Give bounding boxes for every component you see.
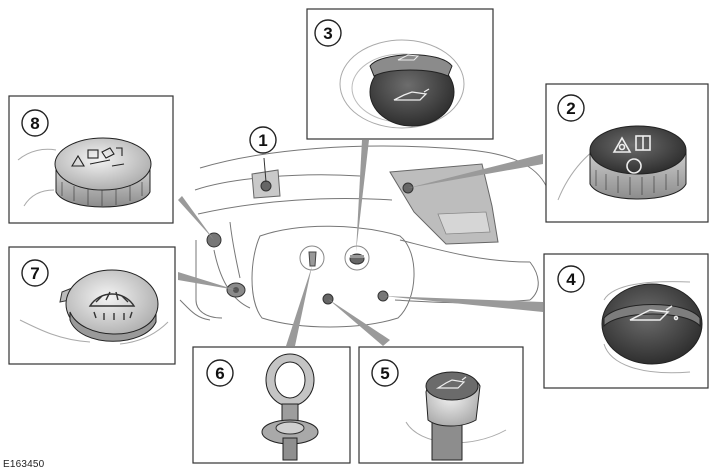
- panel-3: 3: [306, 8, 494, 140]
- brake-fluid-cap-2: [589, 125, 687, 200]
- panel-2: 2: [545, 83, 709, 223]
- figure-code: E163450: [3, 459, 45, 470]
- coolant-cap-8: [54, 137, 152, 208]
- callout-4-number: 4: [566, 270, 576, 289]
- engine-oil-symbol-icon: [435, 376, 467, 389]
- oil-filler-cap-4: [601, 283, 703, 365]
- oil-filler-cap-3: [369, 54, 455, 127]
- panel-8: 8: [8, 95, 174, 224]
- engine-oil-symbol-icon: [393, 88, 430, 101]
- callout-6-number: 6: [215, 364, 224, 383]
- callout-5-number: 5: [380, 364, 389, 383]
- callout-8-number: 8: [30, 114, 39, 133]
- panel-5: 5: [358, 346, 524, 464]
- callout-1: 1: [249, 126, 277, 154]
- panel-6: 6: [192, 346, 351, 464]
- callout-3-number: 3: [323, 24, 332, 43]
- panel-4: 4: [543, 253, 709, 389]
- location-6-dipstick-marker: [308, 251, 317, 267]
- brake-fluid-symbol-icon: [612, 135, 651, 153]
- oil-filler-cap-5: [425, 371, 481, 461]
- engine-oil-symbol-icon: [629, 305, 679, 321]
- callout-2-number: 2: [566, 99, 575, 118]
- dipstick-ring-icon: [261, 353, 319, 461]
- washer-fluid-cap-7: [59, 269, 159, 342]
- panel-7: 7: [8, 246, 176, 365]
- callout-7-number: 7: [30, 264, 39, 283]
- washer-fluid-symbol-icon: [88, 291, 136, 320]
- leader-lines: [178, 140, 543, 346]
- coolant-warning-symbol-icon: [71, 147, 125, 167]
- callout-1-number: 1: [258, 131, 267, 150]
- location-3-cap-marker: [349, 253, 365, 265]
